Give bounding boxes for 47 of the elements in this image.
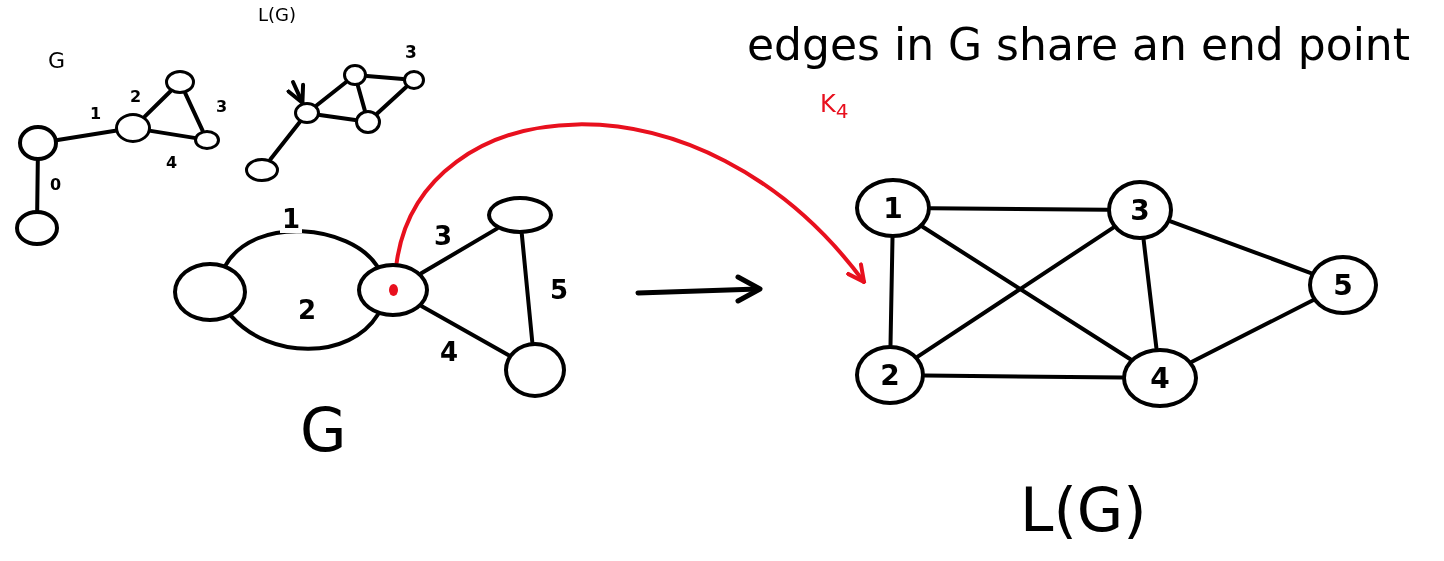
vertex-circle	[487, 196, 553, 234]
edge-line	[519, 232, 535, 345]
edge-line	[35, 159, 40, 212]
graph-label: G	[48, 50, 66, 72]
vertex-circle	[355, 110, 381, 134]
numbered-vertex: 5	[1308, 255, 1378, 315]
vertex-label: 3	[405, 44, 417, 61]
numbered-vertex: 4	[1122, 348, 1198, 408]
edge-line	[317, 112, 358, 123]
edge-line	[888, 236, 895, 347]
numbered-vertex: 1	[855, 178, 931, 238]
graph-label: G	[300, 400, 347, 460]
edge-line	[1141, 237, 1159, 351]
vertex-circle	[18, 125, 58, 161]
vertex-circle	[357, 263, 429, 317]
edge-line	[929, 206, 1109, 212]
edge-line	[268, 120, 302, 162]
edge-line	[355, 83, 367, 113]
edge-line	[375, 85, 409, 116]
edge-line	[923, 373, 1124, 380]
vertex-circle	[165, 70, 195, 94]
numbered-vertex: 2	[855, 345, 925, 405]
edge-line	[1168, 219, 1313, 276]
edge-line	[314, 80, 348, 108]
vertex-circle	[504, 342, 566, 398]
edge-line	[419, 304, 511, 358]
vertex-circle	[115, 113, 151, 143]
arrow	[394, 122, 866, 284]
edge-label: 1	[280, 205, 303, 233]
vertex-circle	[245, 158, 279, 182]
vertex-circle	[15, 210, 59, 246]
arrow	[286, 80, 306, 105]
edge-line	[1190, 298, 1315, 364]
vertex-circle	[294, 102, 320, 124]
vertex-circle	[343, 64, 367, 86]
numbered-vertex: 3	[1107, 180, 1173, 240]
edge-line	[229, 312, 380, 351]
edge-line	[183, 91, 205, 133]
vertex-circle	[403, 70, 425, 90]
edge-line	[142, 89, 173, 119]
graph-label: L(G)	[1020, 480, 1147, 540]
graph-label: L(G)	[258, 6, 297, 24]
vertex-circle	[194, 130, 220, 150]
edge-line	[148, 128, 197, 140]
note-text: edges in G share an end point	[746, 20, 1410, 71]
graph-label: K$_{4}$	[820, 92, 849, 121]
edge-line	[223, 229, 379, 268]
